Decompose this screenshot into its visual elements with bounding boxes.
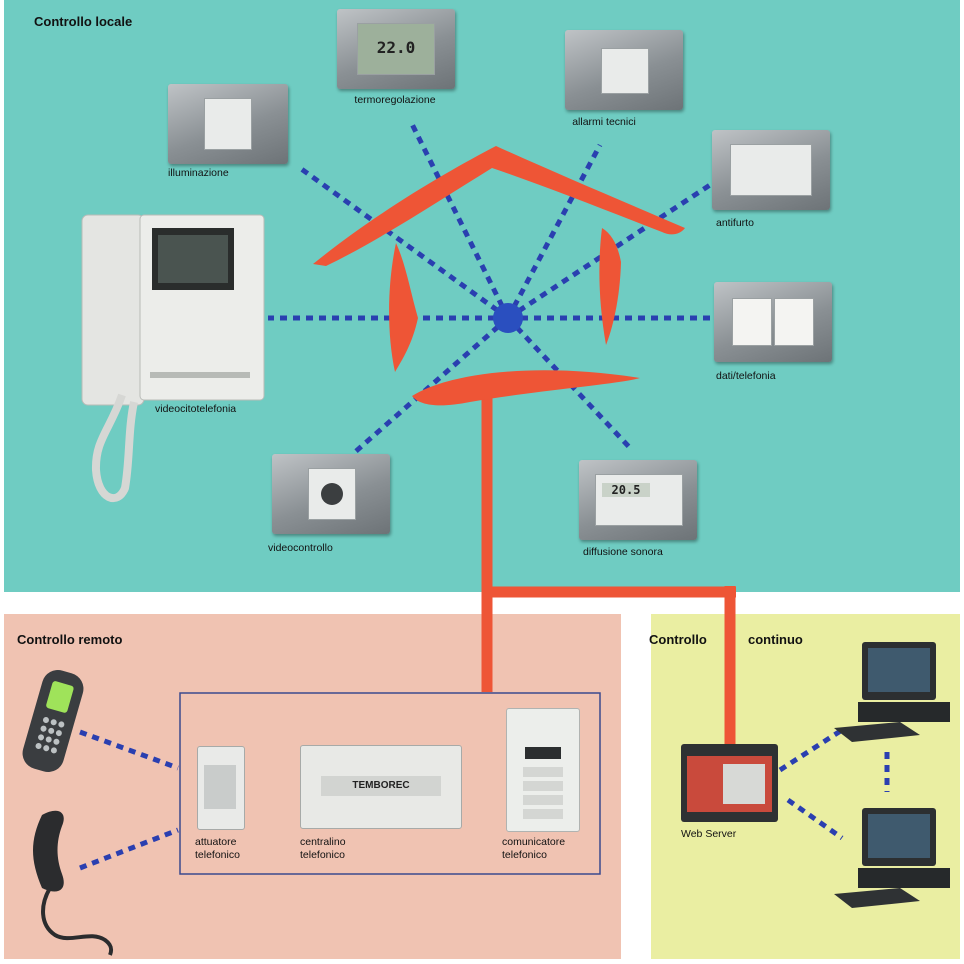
local-links bbox=[268, 118, 712, 454]
label-videocontrollo: videocontrollo bbox=[268, 542, 333, 554]
remote-devices-frame bbox=[179, 692, 601, 875]
data-socket-left bbox=[732, 298, 772, 346]
phone-communicator-device bbox=[506, 708, 580, 832]
sound-system-plate: 20.5 bbox=[579, 460, 697, 540]
link-mobile-phone bbox=[79, 729, 179, 771]
web-server-front bbox=[687, 756, 772, 812]
link-landline-phone bbox=[79, 827, 179, 871]
landline-handset-icon bbox=[33, 810, 114, 956]
video-intercom-icon bbox=[81, 214, 265, 502]
link-pc-bottom bbox=[786, 797, 844, 841]
technical-alarm-insert bbox=[601, 48, 649, 94]
lighting-switch-insert bbox=[204, 98, 252, 150]
label-comunicatore-2: telefonico bbox=[502, 849, 547, 861]
camera-lens-icon bbox=[321, 483, 343, 505]
thermostat-display: 22.0 bbox=[357, 23, 435, 75]
data-phone-socket-plate bbox=[714, 282, 832, 362]
link-videocontrollo bbox=[353, 316, 510, 454]
lighting-switch-plate bbox=[168, 84, 288, 164]
technical-alarm-plate bbox=[565, 30, 683, 110]
label-centralino-2: telefonico bbox=[300, 849, 345, 861]
computer-icon-bottom bbox=[834, 808, 950, 908]
web-server-panel bbox=[723, 764, 765, 804]
data-socket-right bbox=[774, 298, 814, 346]
web-server-device bbox=[681, 744, 778, 822]
section-title-continuous-1: Controllo bbox=[649, 632, 707, 647]
burglar-alarm-keypad bbox=[730, 144, 812, 196]
link-diffusione bbox=[506, 316, 634, 452]
remote-links bbox=[79, 727, 890, 871]
link-allarmi bbox=[505, 143, 603, 320]
label-attuatore-2: telefonico bbox=[195, 849, 240, 861]
communicator-display bbox=[525, 747, 561, 759]
label-antifurto: antifurto bbox=[716, 217, 754, 229]
label-comunicatore-1: comunicatore bbox=[502, 836, 566, 848]
thermostat-plate: 22.0 bbox=[337, 9, 455, 89]
mobile-phone-icon bbox=[22, 669, 84, 773]
sound-system-panel: 20.5 bbox=[595, 474, 683, 526]
burglar-alarm-plate bbox=[712, 130, 830, 210]
video-camera-insert bbox=[308, 468, 356, 520]
section-title-continuous-2: continuo bbox=[748, 632, 803, 647]
label-dati-telefonia: dati/telefonia bbox=[716, 370, 776, 382]
computer-icon-top bbox=[834, 642, 950, 742]
phone-actuator-front bbox=[204, 765, 236, 809]
sound-system-readout: 20.5 bbox=[602, 483, 650, 497]
label-diffusione-sonora: diffusione sonora bbox=[583, 546, 663, 558]
phone-exchange-brand: TEMBOREC bbox=[321, 776, 441, 796]
hub-node bbox=[493, 303, 523, 333]
section-title-local: Controllo locale bbox=[34, 14, 133, 29]
section-title-remote: Controllo remoto bbox=[17, 632, 123, 647]
label-attuatore-1: attuatore bbox=[195, 836, 237, 848]
link-pc-top bbox=[778, 727, 844, 773]
bus-lines bbox=[481, 398, 736, 746]
phone-exchange-device: TEMBOREC bbox=[300, 745, 462, 829]
label-termoregolazione: termoregolazione bbox=[354, 94, 436, 106]
communicator-keypad bbox=[523, 767, 563, 821]
link-termoregolazione bbox=[407, 118, 511, 320]
label-web-server: Web Server bbox=[681, 828, 737, 840]
label-allarmi-tecnici: allarmi tecnici bbox=[572, 116, 636, 128]
thermostat-readout: 22.0 bbox=[376, 38, 416, 57]
video-camera-plate bbox=[272, 454, 390, 534]
house-icon bbox=[313, 146, 685, 406]
link-illuminazione bbox=[298, 165, 510, 321]
label-illuminazione: illuminazione bbox=[168, 167, 229, 179]
phone-actuator-device bbox=[197, 746, 245, 830]
label-centralino-1: centralino bbox=[300, 836, 346, 848]
label-videocitofonia: videocitotelefonia bbox=[155, 403, 237, 415]
